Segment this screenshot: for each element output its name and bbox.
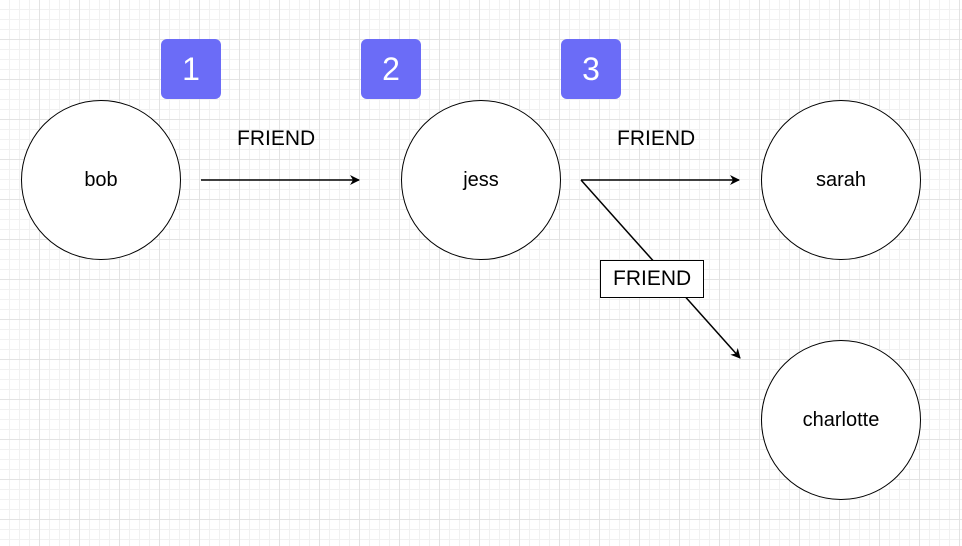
step-badge-1: 1 — [161, 39, 221, 99]
edge-label-jess-sarah: FRIEND — [617, 127, 696, 150]
node-label: jess — [463, 168, 499, 191]
node-sarah[interactable]: sarah — [761, 100, 921, 260]
node-bob[interactable]: bob — [21, 100, 181, 260]
node-label: charlotte — [802, 408, 880, 431]
step-badge-3: 3 — [561, 39, 621, 99]
node-label: sarah — [815, 168, 867, 191]
edge-label-bob-jess: FRIEND — [237, 127, 316, 150]
node-label: bob — [84, 168, 118, 191]
edge-label-jess-charlotte: FRIEND — [600, 260, 705, 298]
node-charlotte[interactable]: charlotte — [761, 340, 921, 500]
node-jess[interactable]: jess — [401, 100, 561, 260]
step-badge-2: 2 — [361, 39, 421, 99]
